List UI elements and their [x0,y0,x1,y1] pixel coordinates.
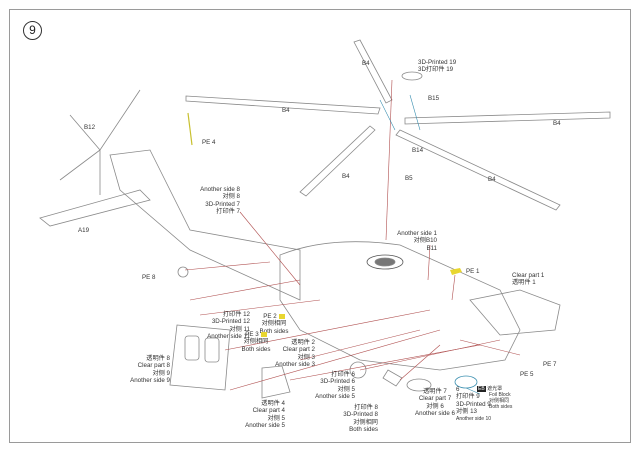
label-b12: B12 [84,124,96,131]
pe1-part [450,268,462,275]
horizontal-stabilizer [39,189,151,227]
label-b4: B4 [488,176,496,183]
pe-part-icon [278,313,285,319]
label-b15: B15 [428,95,440,102]
rotor-blade [404,111,611,125]
label-pe5: PE 5 [520,371,534,378]
label-a19: A19 [78,227,90,234]
label-b4: B4 [553,120,561,127]
label-b4: B4 [362,60,370,67]
label-pe1: PE 1 [466,268,480,275]
label-pe4: PE 4 [202,139,216,146]
rotor-blade [395,129,561,211]
fuselage [279,241,521,371]
tail-boom [109,149,301,301]
label-pe8: PE 8 [142,274,156,281]
label-b4: B4 [282,107,290,114]
rotor-blade [185,95,381,115]
wheel [349,361,367,379]
foil-block-tag: EB [477,386,486,392]
pe-part-icon [260,331,267,337]
label-b4: B4 [342,173,350,180]
canopy-part [469,289,561,336]
engine-exhaust [366,254,404,270]
label-b5: B5 [405,175,413,182]
door-panel [169,324,231,391]
pe4-rod [187,112,193,146]
rotor-blade [299,125,376,197]
label-b14: B14 [412,147,424,154]
rotor-blade [353,39,393,104]
step-number-badge: 9 [23,21,42,40]
label-pe7: PE 7 [543,361,557,368]
page-frame [9,9,631,443]
window-part [261,365,291,399]
tail-rotor [59,89,141,195]
rotor-cap [401,71,423,81]
